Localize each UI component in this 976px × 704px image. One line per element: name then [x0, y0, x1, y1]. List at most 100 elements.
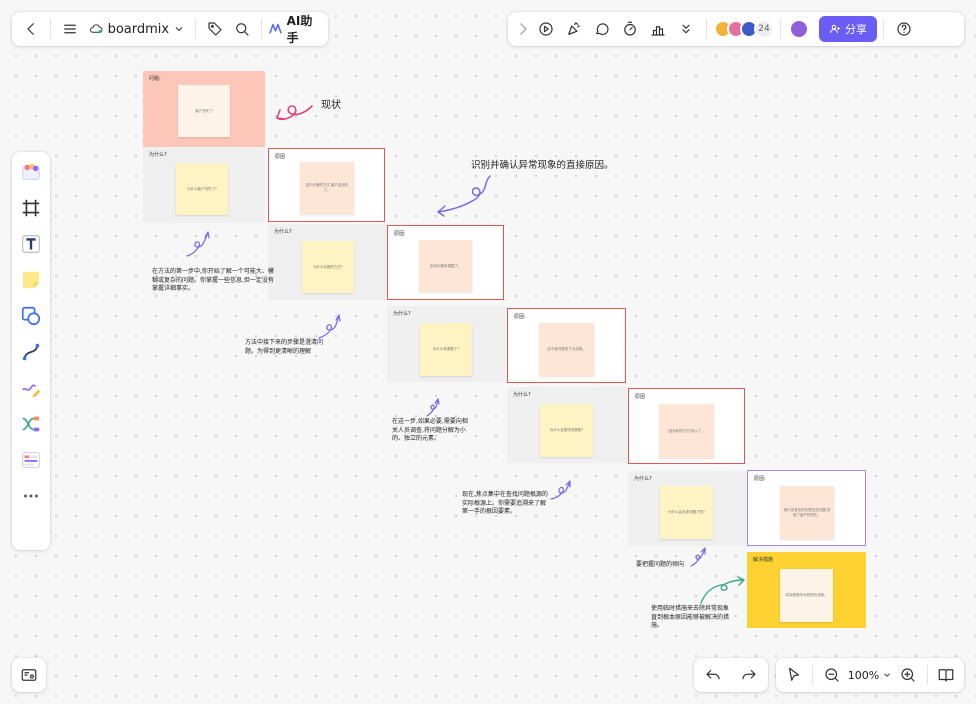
divider: [195, 19, 197, 39]
comment-icon: [596, 23, 609, 35]
cell-label: 原因: [275, 154, 286, 160]
minimap-button[interactable]: [12, 658, 46, 692]
divider: [780, 19, 781, 39]
tag-icon: [208, 22, 222, 36]
zoom-out-button[interactable]: [819, 661, 844, 689]
cell-label: 原因:: [394, 231, 406, 237]
cursor-icon: [788, 667, 799, 681]
participants[interactable]: 24: [713, 19, 774, 39]
sticky-note[interactable]: 为什么价格的方式?: [302, 241, 354, 293]
connector-tool[interactable]: [11, 334, 51, 370]
play-circle-icon: [539, 22, 553, 36]
sticky-note[interactable]: 客户流失了: [178, 85, 230, 137]
divider: [706, 19, 707, 39]
zoom-toolbar: 100%: [776, 658, 964, 692]
timer-button[interactable]: [616, 15, 644, 43]
more-tools-button[interactable]: [11, 478, 51, 514]
redo-button[interactable]: [735, 661, 763, 689]
sticky-note[interactable]: 应用价格有调整了。: [419, 240, 472, 292]
green-arrow-solution: [700, 576, 745, 604]
chevron-down-icon: [884, 673, 891, 677]
table-tool[interactable]: [11, 442, 51, 478]
share-button[interactable]: 分享: [819, 16, 877, 42]
step-annotation[interactable]: 要把握问题的倾向: [636, 561, 685, 568]
problem-cell[interactable]: 问题: 客户流失了: [143, 71, 265, 147]
why-cell[interactable]: 为什么? 为什么会更改流程呢?: [507, 387, 627, 463]
help-button[interactable]: [890, 15, 918, 43]
minimap-icon: [21, 669, 37, 681]
participants-count: 24: [754, 19, 774, 39]
status-annotation[interactable]: 现状: [321, 100, 341, 111]
sticky-note[interactable]: 为什么客户流失了?: [176, 163, 228, 215]
text-tool[interactable]: [11, 226, 51, 262]
back-button[interactable]: [18, 15, 44, 43]
search-button[interactable]: [228, 15, 254, 43]
templates-icon: [22, 163, 40, 180]
cause-cell[interactable]: 原因: 由于我们更改了大流程。: [507, 308, 626, 383]
divider: [883, 19, 884, 39]
view-mode-button[interactable]: [934, 661, 959, 689]
cell-label: 为什么?: [393, 311, 411, 317]
cloud-icon: [89, 24, 103, 34]
sticky-note[interactable]: 将流程修改为原来的流程。: [780, 569, 833, 622]
sticky-note-tool[interactable]: [11, 262, 51, 298]
templates-tool[interactable]: [11, 154, 51, 190]
text-icon: [22, 235, 40, 253]
step-annotation[interactable]: 在方法的第一步中,你开始了解一个可能大、模糊或复杂的问题。你掌握一些信息,但一定…: [152, 268, 274, 293]
step-annotation[interactable]: 方法中接下来的步骤是澄清问题。为得到更清晰的理解: [245, 339, 324, 355]
step-annotation[interactable]: 现在,焦点集中在查找问题根源的实际根源上。你需要追溯来了解第一手的根因要素。: [462, 491, 548, 516]
zoom-level: 100%: [847, 668, 880, 682]
purple-arrow-identify: [437, 175, 491, 217]
why-cell[interactable]: 为什么? 为什么有调整了?: [387, 306, 505, 382]
expand-toolbar-button[interactable]: [514, 15, 532, 43]
root-cause-cell[interactable]: 原因: 我们没有及时处理这些问题,导致了客户的流失。: [747, 470, 866, 546]
redo-icon: [742, 669, 756, 680]
mindmap-tool[interactable]: [11, 406, 51, 442]
frame-icon: [22, 199, 40, 217]
cause-cell[interactable]: 原因 由于价格的方式,客户会流失了。: [268, 148, 385, 222]
step-annotation[interactable]: 在这一步,如果必要,需要向相关人员调查,将问题分解为小的、独立的元素。: [392, 418, 468, 443]
sticky-note[interactable]: 我们没有及时处理这些问题,导致了客户的流失。: [780, 486, 834, 539]
ai-assistant-button[interactable]: AI助手: [268, 12, 322, 46]
more-tools-button[interactable]: [672, 15, 700, 43]
step-annotation[interactable]: 使用临时措施来去除异常现象直到根本原因能够被解决的措施。: [651, 605, 730, 630]
share-label: 分享: [845, 23, 867, 36]
present-button[interactable]: [532, 15, 560, 43]
why-cell[interactable]: 为什么? 为什么会出现问题了呢?: [628, 471, 746, 546]
frame-tool[interactable]: [11, 190, 51, 226]
vote-button[interactable]: [644, 15, 672, 43]
user-plus-icon: [830, 24, 840, 34]
sticky-note[interactable]: 由于价格的方式,客户会流失了。: [300, 162, 354, 214]
cell-label: 为什么?: [149, 152, 167, 158]
brand-switcher[interactable]: boardmix: [84, 21, 190, 37]
cause-cell[interactable]: 原因: 应用价格有调整了。: [387, 225, 504, 300]
current-user-avatar[interactable]: [789, 19, 809, 39]
help-icon: [897, 22, 911, 36]
why-cell[interactable]: 为什么? 为什么价格的方式?: [268, 224, 386, 300]
select-tool-button[interactable]: [781, 661, 806, 689]
undo-button[interactable]: [699, 661, 727, 689]
search-icon: [235, 23, 249, 36]
sticky-note[interactable]: 为什么会出现问题了呢?: [660, 486, 713, 539]
cell-label: 问题:: [149, 76, 161, 82]
sticky-note[interactable]: 为什么有调整了?: [420, 323, 472, 376]
identify-annotation[interactable]: 识别并确认异常现象的直接原因。: [471, 160, 614, 171]
zoom-in-button[interactable]: [895, 661, 920, 689]
sticky-note[interactable]: 由于我们更改了大流程。: [539, 323, 594, 376]
zoom-level-dropdown[interactable]: 100%: [845, 669, 895, 682]
comment-button[interactable]: [588, 15, 616, 43]
sticky-note[interactable]: 因为新的方式,所以了。: [659, 404, 714, 458]
ai-logo-icon: [268, 23, 282, 34]
shape-tool[interactable]: [11, 298, 51, 334]
cause-cell[interactable]: 原因 因为新的方式,所以了。: [628, 388, 745, 464]
sticky-note[interactable]: 为什么会更改流程呢?: [540, 404, 593, 457]
why-cell[interactable]: 为什么? 为什么客户流失了?: [143, 147, 265, 223]
menu-button[interactable]: [57, 15, 83, 43]
pen-tool[interactable]: [11, 370, 51, 406]
tag-button[interactable]: [202, 15, 228, 43]
celebrate-button[interactable]: [560, 15, 588, 43]
solution-cell[interactable]: 解决措施 将流程修改为原来的流程。: [747, 552, 866, 628]
timer-icon: [624, 21, 636, 36]
ai-label: AI助手: [286, 14, 313, 45]
pen-icon: [22, 384, 41, 398]
